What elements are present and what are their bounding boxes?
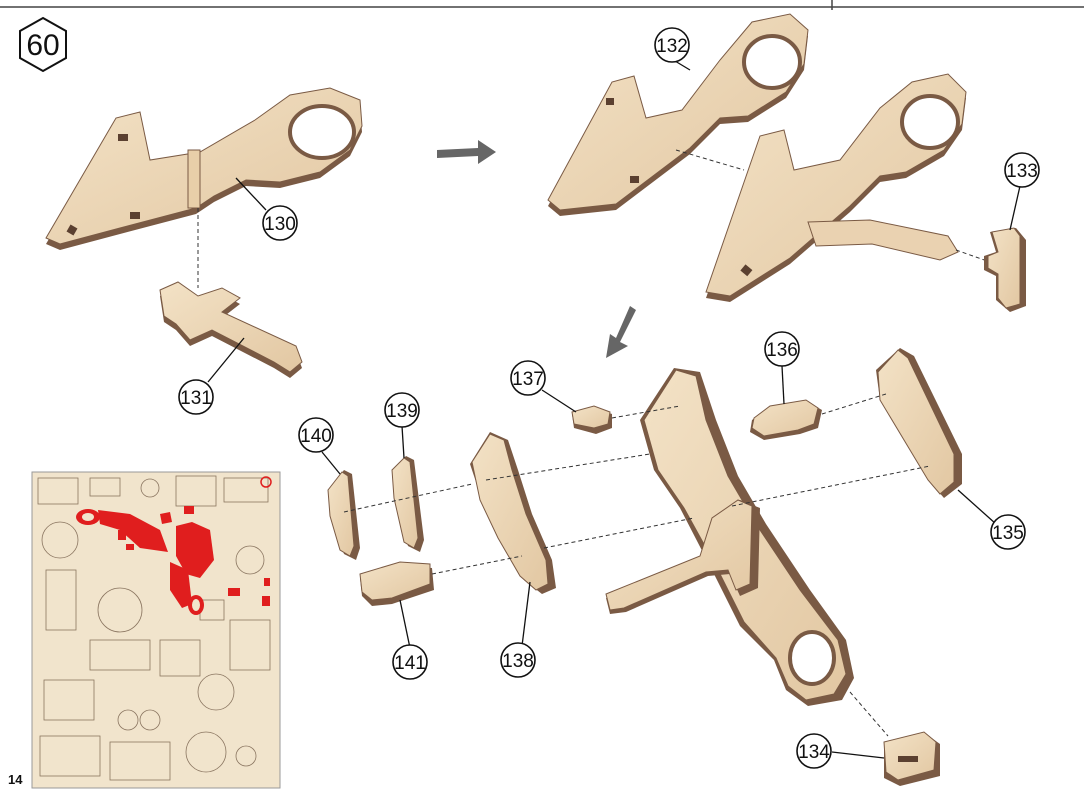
label-131: 131 (179, 380, 213, 414)
label-136: 136 (765, 332, 799, 366)
svg-text:141: 141 (394, 653, 426, 674)
svg-text:140: 140 (300, 426, 332, 447)
svg-text:132: 132 (656, 36, 688, 57)
svg-text:137: 137 (512, 369, 544, 390)
svg-text:139: 139 (386, 401, 418, 422)
leader-138 (522, 582, 530, 646)
guide-134 (850, 692, 888, 736)
parts-sheet-thumbnail (32, 472, 280, 788)
leader-137 (542, 390, 576, 412)
part-133-clip (984, 228, 1026, 312)
part-130-arm (46, 88, 362, 250)
svg-text:138: 138 (502, 651, 534, 672)
label-141: 141 (393, 645, 427, 679)
label-139: 139 (385, 393, 419, 427)
part-139-shim (392, 456, 424, 552)
page-number: 14 (8, 772, 23, 787)
label-132: 132 (655, 28, 689, 62)
guide-132 (676, 150, 744, 170)
svg-text:134: 134 (798, 742, 830, 763)
label-135: 135 (991, 515, 1025, 549)
label-130: 130 (263, 206, 297, 240)
arrow-right-icon (437, 140, 496, 164)
svg-text:136: 136 (766, 340, 798, 361)
part-141-slide (360, 562, 434, 606)
label-134: 134 (797, 734, 831, 768)
part-136-spacer (750, 400, 822, 440)
leader-134 (832, 752, 884, 758)
label-138: 138 (501, 643, 535, 677)
label-140: 140 (299, 418, 333, 452)
leader-133 (1010, 186, 1020, 230)
part-131-crosspiece (160, 282, 302, 378)
leader-140 (322, 452, 340, 474)
arrow-down-left-icon (606, 306, 636, 358)
part-140-shim (328, 470, 360, 560)
svg-text:133: 133 (1006, 161, 1038, 182)
svg-text:130: 130 (264, 214, 296, 235)
label-133: 133 (1005, 153, 1039, 187)
svg-text:135: 135 (992, 523, 1024, 544)
leader-141 (400, 600, 410, 648)
leader-135 (958, 490, 996, 524)
step-badge: 60 (20, 18, 66, 71)
svg-text:131: 131 (180, 388, 212, 409)
part-138-plate (470, 432, 556, 594)
leader-136 (782, 366, 784, 404)
leader-131 (208, 338, 244, 382)
part-137-block (572, 406, 612, 434)
step-number: 60 (26, 29, 59, 62)
label-137: 137 (511, 361, 545, 395)
guide-lines-lower (344, 394, 930, 574)
part-135-plate (876, 348, 962, 498)
leader-139 (402, 426, 404, 458)
part-134-cap (884, 732, 940, 786)
